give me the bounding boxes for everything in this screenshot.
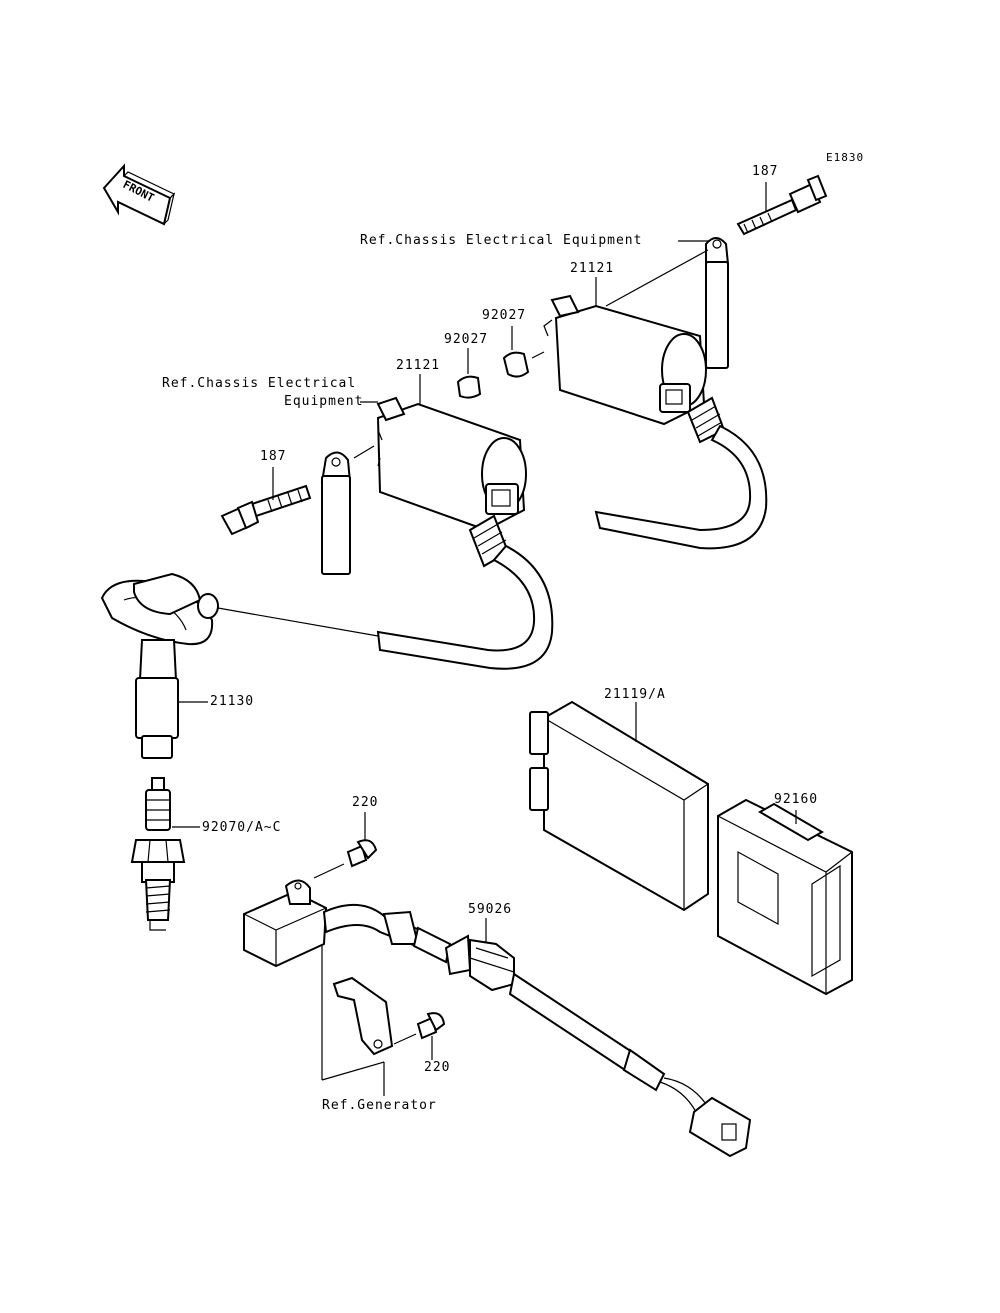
screw-bottom: [416, 1012, 446, 1040]
label-collar-right: 92027: [482, 308, 527, 323]
igniter-cover: [717, 798, 853, 996]
igniter-box: [529, 700, 709, 912]
pickup-bracket: [332, 976, 394, 1056]
label-ref-chassis-right: Ref.Chassis Electrical Equipment: [360, 233, 643, 248]
label-collar-left: 92027: [444, 332, 489, 347]
spark-plug: [130, 777, 186, 931]
label-screw-bottom: 220: [424, 1060, 451, 1075]
label-igniter-cover: 92160: [774, 792, 819, 807]
collar-right: [502, 351, 530, 378]
bolt-left: [220, 484, 312, 536]
label-coil-right: 21121: [570, 261, 615, 276]
plug-cap: [100, 572, 219, 759]
label-ref-chassis-left-line2: Equipment: [284, 394, 364, 409]
ground-strap-left: [320, 451, 352, 575]
label-igniter: 21119/A: [604, 687, 666, 702]
bolt-right: [736, 174, 828, 236]
front-arrow-icon: FRONT: [102, 163, 176, 226]
label-screw-top: 220: [352, 795, 379, 810]
label-ref-chassis-left-line1: Ref.Chassis Electrical: [162, 376, 357, 391]
collar-left: [456, 375, 482, 399]
screw-top: [346, 839, 378, 868]
label-ref-generator: Ref.Generator: [322, 1098, 437, 1113]
pickup-harness: [243, 879, 752, 1158]
diagram-code: E1830: [826, 151, 865, 164]
ignition-coil-right: [543, 294, 768, 550]
ground-strap-right: [705, 237, 729, 369]
label-bolt-right: 187: [752, 164, 779, 179]
label-coil-left: 21121: [396, 358, 441, 373]
label-harness: 59026: [468, 902, 513, 917]
ignition-coil-left: [376, 396, 554, 670]
label-bolt-left: 187: [260, 449, 287, 464]
label-plug-cap: 21130: [210, 694, 255, 709]
label-spark-plug: 92070/A~C: [202, 820, 282, 835]
